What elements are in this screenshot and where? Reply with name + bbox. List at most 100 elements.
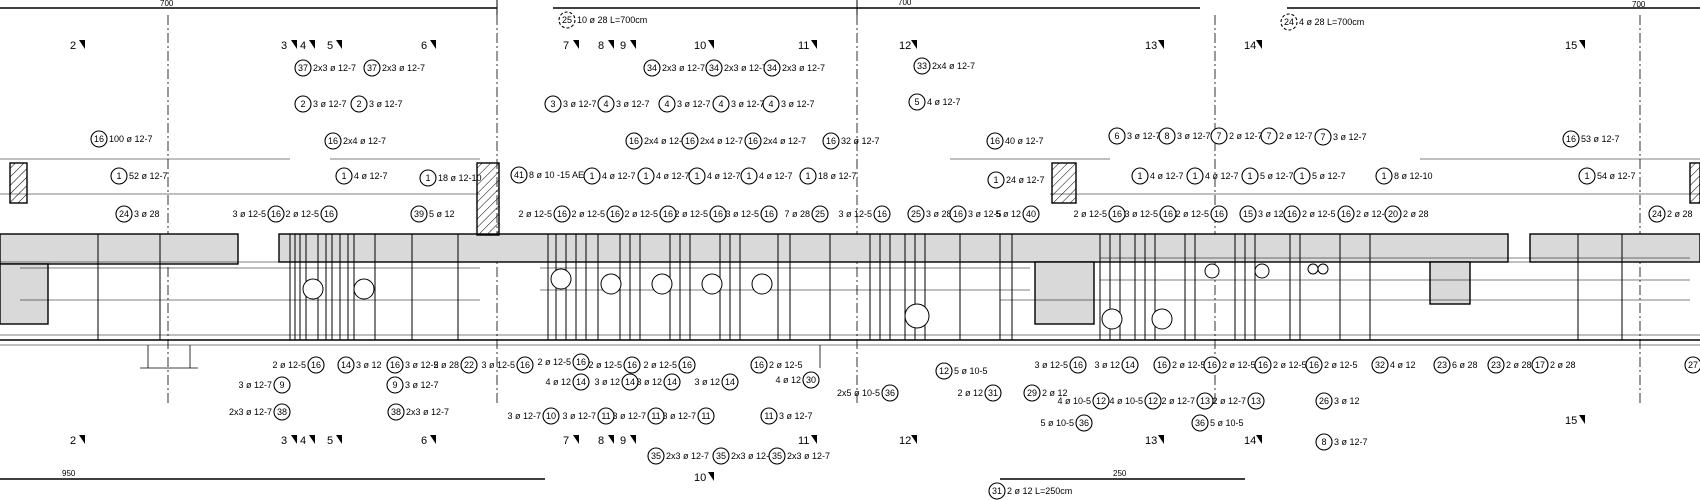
bar-mark-number: 22 xyxy=(464,360,474,370)
section-label-top: 14 xyxy=(1244,40,1256,52)
dimension-top-left: 700 xyxy=(160,0,174,8)
section-label-bottom: 15 xyxy=(1565,415,1577,427)
bar-mark-number: 14 xyxy=(341,360,351,370)
bar-mark-circle xyxy=(597,95,615,113)
section-label-top: 8 xyxy=(598,40,604,52)
bar-mark-number: 31 xyxy=(992,486,1002,496)
bar-mark-number: 16 xyxy=(629,136,639,146)
bar-spec-text: 3 ø 12-5 xyxy=(481,360,515,370)
bar-mark-circle xyxy=(1684,356,1700,374)
bar-mark-number: 16 xyxy=(328,136,338,146)
bar-mark-circle xyxy=(386,356,404,374)
bar-mark-circle xyxy=(1210,205,1228,223)
bar-mark-number: 16 xyxy=(324,209,334,219)
bar-spec-text: 2 ø 12-5 xyxy=(1273,360,1307,370)
dimension-bottom-left: 950 xyxy=(62,469,76,478)
bar-spec-text: 2 ø 12-5 xyxy=(571,209,605,219)
bar-spec-text: 3 ø 12-7 xyxy=(612,411,646,421)
bar-mark-circle xyxy=(760,407,778,425)
bar-mark-circle xyxy=(697,407,715,425)
bar-mark-circle xyxy=(811,205,829,223)
bar-spec-text: 2x3 ø 12-7 xyxy=(662,63,705,73)
bar-mark-circle xyxy=(273,376,291,394)
bar-spec-text: 2 ø 12-5 xyxy=(769,360,803,370)
bar-mark-number: 5 xyxy=(914,97,919,107)
bar-spec-text: 2 ø 12-5 xyxy=(624,209,658,219)
bar-mark-circle xyxy=(658,95,676,113)
bar-mark-circle xyxy=(1337,205,1355,223)
bar-mark-circle xyxy=(1562,130,1580,148)
section-label-top: 11 xyxy=(798,40,809,52)
bar-mark-number: 7 xyxy=(1320,132,1325,142)
bar-mark-number: 14 xyxy=(1125,360,1135,370)
bar-mark-number: 24 xyxy=(119,209,129,219)
section-label-top: 3 xyxy=(281,40,287,52)
bar-mark-number: 37 xyxy=(367,63,377,73)
bar-spec-text: 2 ø 12-5 xyxy=(674,209,708,219)
bar-spec-text: 2x3 ø 12-7 xyxy=(782,63,825,73)
bar-mark-number: 4 xyxy=(768,99,773,109)
bar-mark-number: 16 xyxy=(1112,209,1122,219)
bar-mark-circle xyxy=(324,132,342,150)
bar-spec-text: 4 ø 12-7 xyxy=(1205,171,1239,181)
bar-spec-text: 3 ø 12-7 xyxy=(238,380,272,390)
bar-mark-number: 16 xyxy=(713,209,723,219)
bar-mark-circle xyxy=(1314,128,1332,146)
bar-mark-number: 11 xyxy=(764,411,773,421)
bar-mark-number: 38 xyxy=(277,407,287,417)
bar-callout: 124 ø 10-5 xyxy=(1057,392,1110,410)
bar-mark-circle xyxy=(1075,414,1093,432)
bar-callout: 163 ø 12-5 xyxy=(838,205,891,223)
bar-mark-circle xyxy=(583,167,601,185)
bar-mark-number: 36 xyxy=(1195,418,1205,428)
bar-mark-number: 16 xyxy=(610,209,620,219)
bar-mark-number: 4 xyxy=(603,99,608,109)
bar-mark-circle xyxy=(1241,167,1259,185)
bar-mark-number: 16 xyxy=(663,209,673,219)
bar-mark-circle xyxy=(688,167,706,185)
bar-mark-number: 38 xyxy=(391,407,401,417)
bar-mark-number: 16 xyxy=(685,136,695,146)
bar-mark-circle xyxy=(935,362,953,380)
bar-callout: 163 ø 12-5 xyxy=(725,205,778,223)
dimension-top-mid: 700 xyxy=(898,0,912,7)
bar-mark-circle xyxy=(363,59,381,77)
bar-callout: 162 ø 12-5 xyxy=(285,205,338,223)
bar-mark-number: 16 xyxy=(826,136,836,146)
bar-mark-circle xyxy=(606,205,624,223)
section-label-top: 4 xyxy=(300,40,306,52)
longitudinal-bars xyxy=(0,257,1700,336)
bar-spec-text: 18 ø 12-7 xyxy=(818,171,857,181)
bar-mark-number: 16 xyxy=(1341,209,1351,219)
support-ticks xyxy=(140,345,821,369)
bar-spec-text: 2 ø 12-5 xyxy=(1073,209,1107,219)
bar-spec-text: 54 ø 12-7 xyxy=(1597,171,1636,181)
bar-callout: 405 ø 12 xyxy=(995,205,1040,223)
bar-mark-number: 1 xyxy=(1247,171,1252,181)
bar-spec-text: 8 ø 12-10 xyxy=(1394,171,1433,181)
bar-spec-text: 5 ø 10-5 xyxy=(954,366,988,376)
bar-spec-text: 4 ø 12-7 xyxy=(602,171,636,181)
bar-spec-text: 2 ø 12-5 xyxy=(1175,209,1209,219)
bar-spec-text: 2x3 ø 12-7 xyxy=(787,451,830,461)
dimension-bottom-mid: 250 xyxy=(1113,469,1127,478)
bar-mark-circle xyxy=(663,373,681,391)
bar-mark-number: 9 xyxy=(392,380,397,390)
bar-mark-circle xyxy=(647,407,665,425)
bar-mark-number: 16 xyxy=(748,136,758,146)
bar-spec-text: 3 ø 12-7 xyxy=(313,99,347,109)
